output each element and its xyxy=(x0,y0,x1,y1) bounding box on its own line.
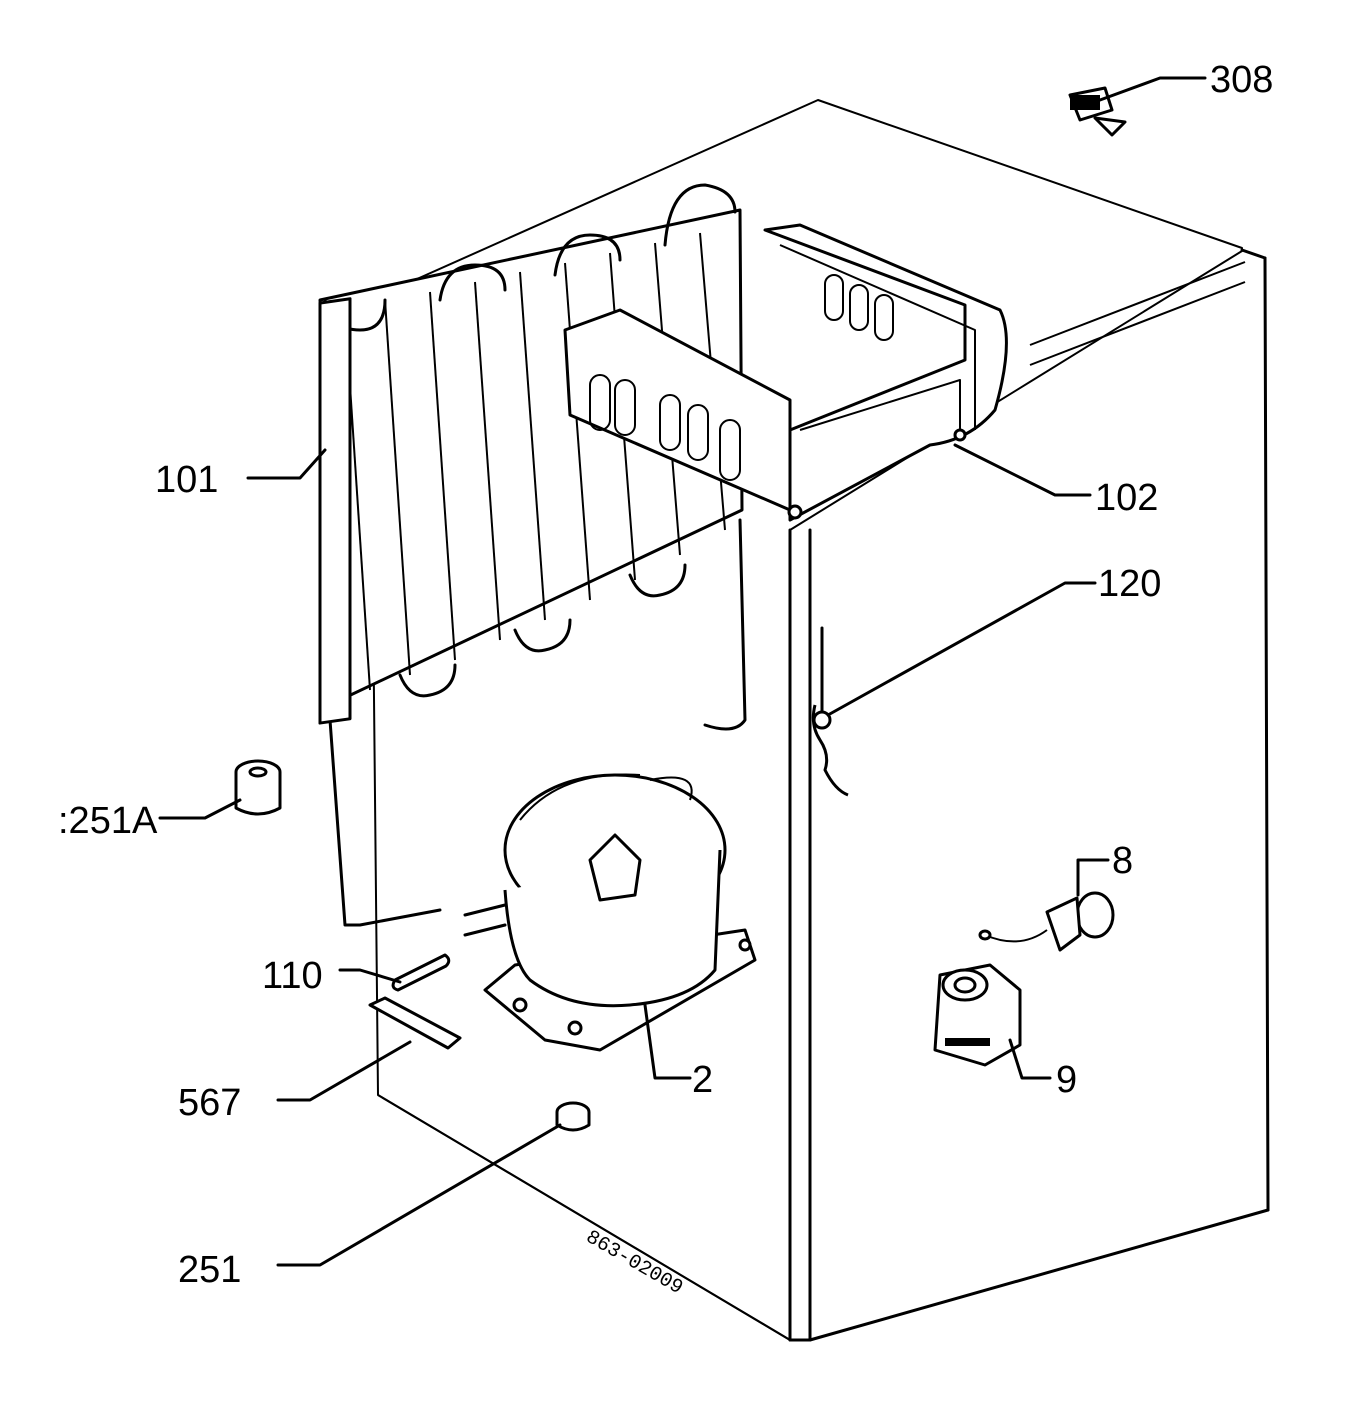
leader-110 xyxy=(338,968,402,984)
part-110-tube xyxy=(391,953,451,992)
label-2: 2 xyxy=(692,1059,713,1101)
part-567-bracket xyxy=(368,996,462,1050)
leader-101 xyxy=(246,448,327,480)
leader-lines xyxy=(158,76,1207,1267)
label-308: 308 xyxy=(1210,59,1273,101)
leader-567 xyxy=(276,1040,412,1102)
label-8: 8 xyxy=(1112,840,1133,882)
part-308-clip xyxy=(1068,86,1127,137)
leader-2 xyxy=(643,1003,692,1080)
evaporator-tray-part xyxy=(563,223,1008,522)
label-251: 251 xyxy=(178,1249,241,1291)
label-101: 101 xyxy=(155,459,218,501)
part-9-relay xyxy=(933,963,1022,1067)
compressor-part xyxy=(463,773,757,1052)
cabinet-body xyxy=(369,99,1270,1342)
label-251a: :251A xyxy=(58,800,158,842)
part-251-foot xyxy=(555,1101,591,1132)
drawing-code: 863-02009 xyxy=(582,1226,687,1300)
leader-8 xyxy=(1076,858,1110,897)
leader-308 xyxy=(1098,76,1207,102)
part-120-sensor xyxy=(811,626,849,797)
leader-251 xyxy=(276,1123,562,1267)
leader-251a xyxy=(158,798,242,820)
label-9: 9 xyxy=(1056,1059,1077,1101)
part-251a-grommet xyxy=(234,759,282,816)
label-110: 110 xyxy=(262,955,323,997)
leader-102 xyxy=(953,443,1092,497)
leader-120 xyxy=(826,581,1097,717)
label-102: 102 xyxy=(1095,477,1158,519)
leader-9 xyxy=(1008,1038,1052,1080)
part-8-thermostat xyxy=(978,891,1115,952)
label-120: 120 xyxy=(1098,563,1161,605)
label-567: 567 xyxy=(178,1082,241,1124)
